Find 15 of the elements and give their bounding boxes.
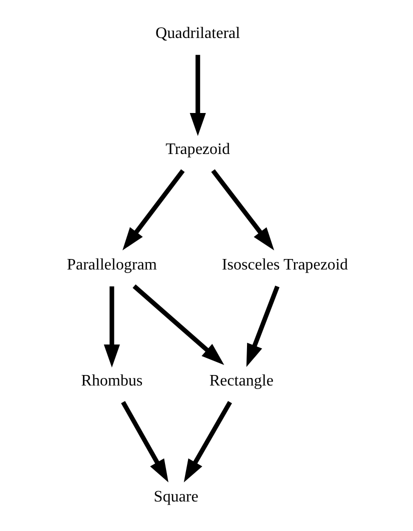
arrow <box>246 286 279 368</box>
node-text: Square <box>153 488 198 506</box>
node-text: Parallelogram <box>66 256 156 274</box>
node-text: Rhombus <box>80 372 142 390</box>
arrow <box>210 169 274 250</box>
arrow <box>132 284 224 366</box>
node-text: Trapezoid <box>165 140 230 158</box>
arrow <box>103 286 120 368</box>
node-text: Quadrilateral <box>155 25 240 42</box>
arrow <box>120 401 168 482</box>
node-text: Isosceles Trapezoid <box>221 256 348 274</box>
arrow <box>189 54 206 136</box>
node-text: Rectangle <box>208 372 273 390</box>
arrow <box>122 169 184 250</box>
arrow <box>183 401 232 482</box>
